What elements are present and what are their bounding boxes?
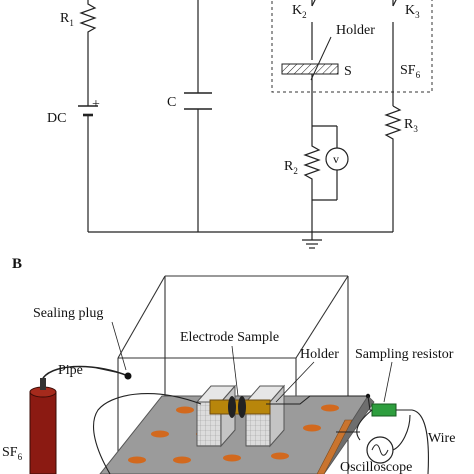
sampling-resistor — [371, 403, 397, 417]
panel-b-label: B — [12, 256, 22, 272]
wire-resistor-scope — [356, 409, 373, 441]
sf6-cylinder — [29, 378, 57, 474]
sampling-resistor-pointer — [383, 361, 393, 403]
oscilloscope-wave-icon — [371, 444, 389, 456]
sample-label: S — [344, 64, 352, 79]
sampling-resistor-label: Sampling resistor — [355, 347, 454, 362]
sf6-label: SF6 — [400, 63, 421, 80]
circuit-panel: R1 DC + C K2 Holder S K3 SF6 — [47, 0, 433, 249]
hole — [223, 454, 241, 462]
wire-to-scope — [396, 409, 429, 474]
pipe-pointer — [95, 367, 125, 375]
wire-right — [266, 395, 368, 405]
sealing-plug-label: Sealing plug — [33, 306, 103, 321]
hole — [173, 456, 191, 464]
rail — [316, 419, 353, 474]
sealing-plug — [124, 372, 132, 380]
dc-label: DC — [47, 111, 66, 126]
wire-left — [93, 393, 202, 474]
box-edge — [117, 275, 166, 359]
pipe-label: Pipe — [58, 363, 83, 378]
cylinder-label: SF6 — [2, 445, 23, 462]
box-edge — [295, 275, 349, 359]
k2-label: K2 — [292, 3, 307, 20]
holder-setup-label: Holder — [300, 347, 339, 362]
wire-label: Wire — [428, 431, 455, 446]
sealing-plug-pointer — [111, 321, 127, 371]
hole — [271, 452, 289, 460]
k3-blade — [392, 0, 397, 7]
k2-blade — [311, 0, 316, 7]
setup-panel: B — [2, 256, 455, 474]
sample-holder — [195, 384, 286, 448]
voltmeter-label: v — [333, 152, 339, 166]
hole — [128, 456, 146, 464]
electrode-sample-label: Electrode Sample — [180, 330, 279, 345]
holder-label: Holder — [336, 23, 375, 38]
holder-setup-pointer — [275, 361, 315, 403]
base-plate — [99, 395, 369, 474]
hole — [176, 406, 194, 414]
capacitor-label: C — [167, 95, 176, 110]
holder-pointer — [310, 36, 332, 81]
r2-label: R2 — [284, 159, 298, 176]
r3-resistor — [384, 105, 402, 232]
r2-resistor — [303, 126, 321, 200]
hole — [151, 430, 169, 438]
oscilloscope-label: Oscilloscope — [340, 460, 412, 474]
hole — [303, 424, 321, 432]
electrode-disc-right — [238, 396, 246, 418]
r3-label: R3 — [404, 117, 418, 134]
sample-s — [281, 63, 339, 75]
electrode-sample-pointer — [231, 345, 239, 397]
wire-scope-loop — [392, 414, 411, 451]
electrode-disc-left — [228, 396, 236, 418]
hole — [321, 404, 339, 412]
cylinder-valve — [40, 378, 46, 390]
chamber-box — [271, 0, 433, 93]
holder-block-right-side — [269, 384, 285, 448]
k3-label: K3 — [405, 3, 420, 20]
r1-resistor — [79, 0, 97, 36]
r1-label: R1 — [60, 11, 74, 28]
plus-sign: + — [92, 97, 100, 112]
cylinder-body — [29, 391, 57, 474]
